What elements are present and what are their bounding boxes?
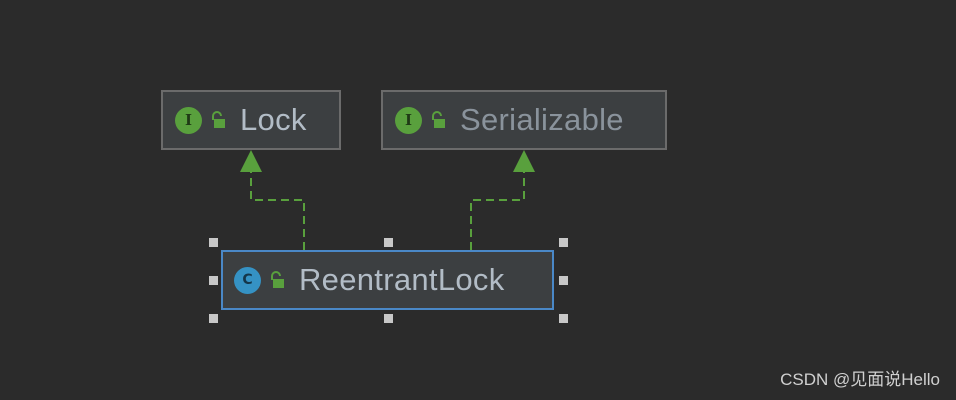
node-serializable[interactable]: I Serializable bbox=[381, 90, 667, 150]
resize-handle-left[interactable] bbox=[209, 276, 218, 285]
node-label: Serializable bbox=[460, 102, 624, 137]
resize-handle-top-right[interactable] bbox=[559, 238, 568, 247]
interface-icon: I bbox=[175, 106, 202, 134]
edge-reentrantlock-to-serializable bbox=[470, 172, 525, 250]
resize-handle-top[interactable] bbox=[384, 238, 393, 247]
resize-handle-bottom[interactable] bbox=[384, 314, 393, 323]
node-label: ReentrantLock bbox=[299, 262, 505, 297]
resize-handle-bottom-right[interactable] bbox=[559, 314, 568, 323]
implements-arrowhead-lock bbox=[240, 150, 262, 172]
open-lock-icon bbox=[432, 111, 445, 128]
node-reentrantlock[interactable]: C ReentrantLock bbox=[221, 250, 554, 310]
node-lock[interactable]: I Lock bbox=[161, 90, 341, 150]
class-icon: C bbox=[234, 266, 261, 294]
open-lock-icon bbox=[271, 271, 284, 288]
open-lock-icon bbox=[212, 111, 225, 128]
interface-icon: I bbox=[395, 106, 422, 134]
resize-handle-top-left[interactable] bbox=[209, 238, 218, 247]
implements-arrowhead-serializable bbox=[513, 150, 535, 172]
resize-handle-right[interactable] bbox=[559, 276, 568, 285]
node-label: Lock bbox=[240, 102, 307, 137]
resize-handle-bottom-left[interactable] bbox=[209, 314, 218, 323]
watermark: CSDN @见面说Hello bbox=[780, 370, 940, 389]
edge-reentrantlock-to-lock bbox=[250, 172, 305, 250]
